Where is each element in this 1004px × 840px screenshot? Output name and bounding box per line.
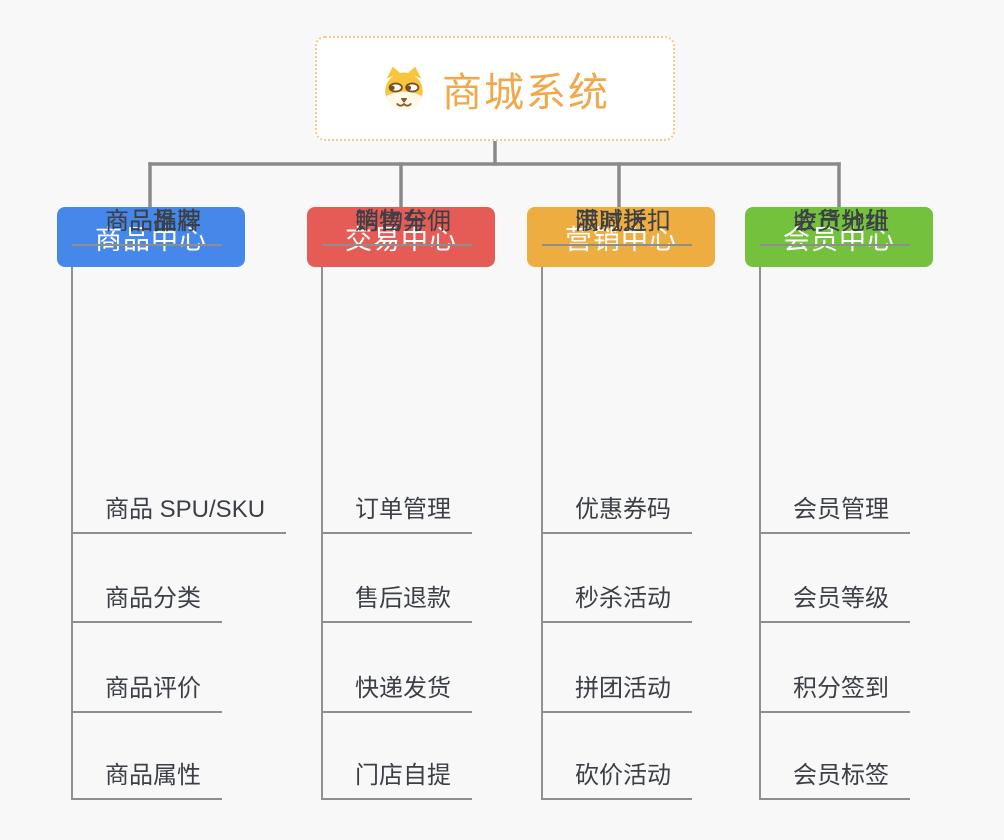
node-item[interactable]: 拼团活动: [542, 674, 692, 713]
node-item[interactable]: 收货地址: [760, 207, 910, 246]
node-item[interactable]: 商品属性: [72, 761, 222, 800]
branch-column-marketing-center: 营销中心 优惠券码 秒杀活动 拼团活动 砍价活动 限时折扣 满减送: [527, 207, 767, 807]
node-item[interactable]: 快递发货: [322, 674, 472, 713]
root-node-mall-system[interactable]: 商城系统: [315, 36, 675, 141]
node-item[interactable]: 会员标签: [760, 761, 910, 800]
node-item[interactable]: 秒杀活动: [542, 584, 692, 623]
dog-face-icon: [385, 66, 423, 110]
branch-column-member-center: 会员中心 会员管理 会员等级 积分签到 会员标签 会员分组 收货地址: [745, 207, 985, 807]
node-item[interactable]: 售后退款: [322, 584, 472, 623]
branch-column-trade-center: 交易中心 订单管理 售后退款 快递发货 门店自提 购物车 销售分佣: [307, 207, 547, 807]
node-item[interactable]: 门店自提: [322, 761, 472, 800]
node-item[interactable]: 商品评价: [72, 674, 222, 713]
node-item[interactable]: 满减送: [542, 207, 668, 246]
branch-node-marketing-center[interactable]: 营销中心: [527, 207, 715, 267]
node-item[interactable]: 积分签到: [760, 674, 910, 713]
node-item[interactable]: 会员管理: [760, 495, 910, 534]
node-item[interactable]: 会员等级: [760, 584, 910, 623]
node-item[interactable]: 商品品牌: [72, 207, 222, 246]
branch-node-trade-center[interactable]: 交易中心: [307, 207, 495, 267]
root-node-title: 商城系统: [442, 70, 610, 115]
branch-node-member-center[interactable]: 会员中心: [745, 207, 933, 267]
node-item[interactable]: 商品 SPU/SKU: [72, 495, 287, 534]
node-item[interactable]: 订单管理: [322, 495, 472, 534]
node-item[interactable]: 商品分类: [72, 584, 222, 623]
node-item[interactable]: 砍价活动: [542, 761, 692, 800]
branch-node-product-center[interactable]: 商品中心: [57, 207, 245, 267]
node-item[interactable]: 销售分佣: [322, 207, 472, 246]
branch-column-product-center: 商品中心 商品 SPU/SKU 商品分类 商品评价 商品属性 商品推荐 商品品牌: [57, 207, 297, 807]
node-item[interactable]: 优惠券码: [542, 495, 692, 534]
